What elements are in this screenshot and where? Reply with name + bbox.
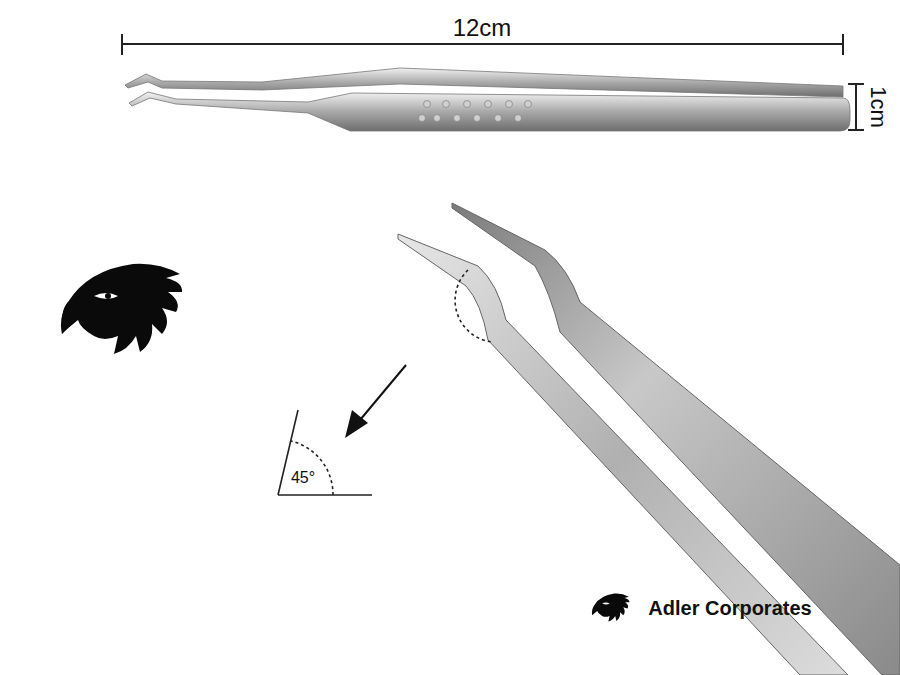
angle-label: 45° (291, 470, 315, 486)
tweezer-arm (129, 92, 850, 131)
dimension-tick (121, 34, 123, 55)
tweezer-arm (125, 68, 843, 97)
dimension-line (855, 84, 857, 130)
eagle-logo (61, 264, 182, 354)
grip-dots (419, 101, 532, 122)
dimension-line (122, 43, 843, 45)
angle-arc (455, 270, 492, 342)
tweezers-side-view (125, 68, 850, 131)
length-dimension-label: 12cm (453, 16, 512, 40)
width-dimension (848, 84, 864, 130)
width-dimension-label: 1cm (867, 86, 889, 128)
eagle-logo (592, 594, 630, 622)
brand-name: Adler Corporates (648, 598, 811, 618)
pointer-arrow (345, 365, 406, 438)
tweezers-tip-closeup (398, 203, 900, 675)
angle-symbol (278, 410, 372, 495)
dimension-tick (848, 83, 864, 85)
dimension-tick (842, 34, 844, 55)
dimension-tick (848, 129, 864, 131)
tweezer-prong (398, 234, 848, 675)
tweezer-prong (452, 203, 900, 675)
